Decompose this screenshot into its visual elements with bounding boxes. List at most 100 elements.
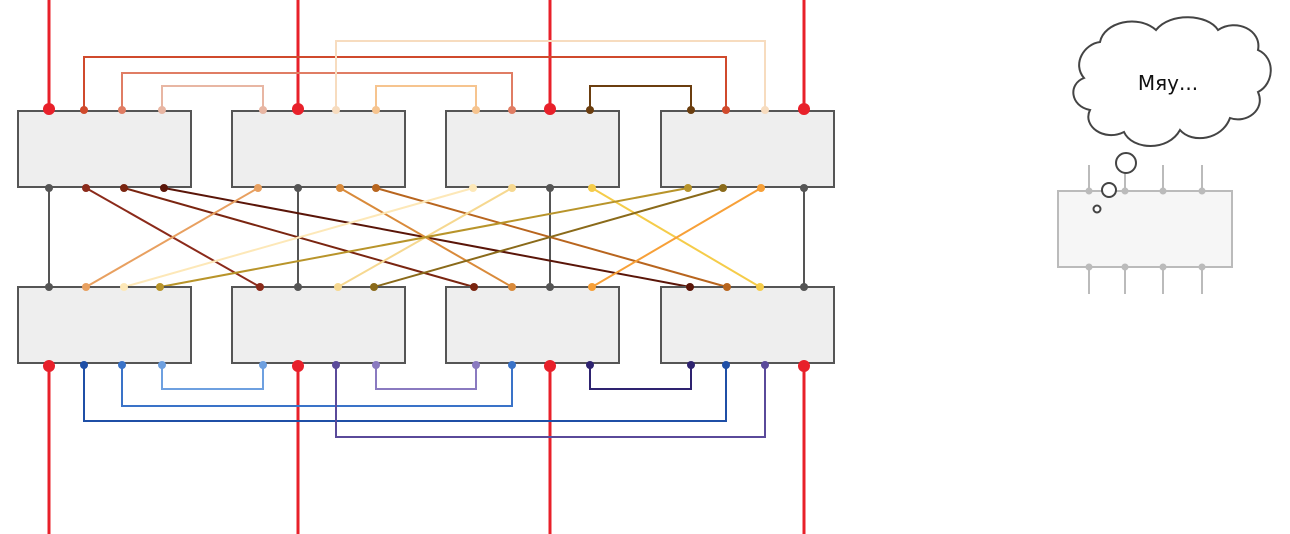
pin (761, 106, 769, 114)
block-top-2 (231, 110, 406, 188)
pin (687, 361, 695, 369)
arc-peach (375, 85, 477, 110)
arc-indigo (589, 366, 692, 390)
pins-upper-bottom-row (45, 184, 808, 192)
pin (722, 361, 730, 369)
thought-bubble-large (1115, 152, 1137, 174)
cross-links (85, 187, 762, 288)
cross-link (123, 187, 474, 288)
cross-link (85, 187, 259, 288)
power-pin (292, 103, 304, 115)
pin (259, 106, 267, 114)
chip-pin (1198, 263, 1206, 271)
pin (118, 361, 126, 369)
pin (370, 283, 378, 291)
chip-pin (1159, 263, 1167, 271)
pin (546, 184, 554, 192)
chip-pin (1198, 187, 1206, 195)
pin (687, 106, 695, 114)
pin (719, 184, 727, 192)
pin (761, 361, 769, 369)
arc-purple (335, 366, 766, 438)
pin (45, 283, 53, 291)
thought-cloud-shape (1072, 16, 1272, 147)
pin (294, 184, 302, 192)
pin (82, 184, 90, 192)
pin (586, 361, 594, 369)
pin (294, 283, 302, 291)
pin (336, 184, 344, 192)
block-top-1 (17, 110, 192, 188)
pin (118, 106, 126, 114)
arc-cream (335, 40, 766, 110)
pin (472, 361, 480, 369)
power-pin (43, 103, 55, 115)
cross-link (591, 187, 762, 288)
thought-text: Мяу... (1138, 71, 1198, 95)
pin (158, 361, 166, 369)
pin (254, 184, 262, 192)
chip-icon (1057, 165, 1233, 294)
pin (800, 184, 808, 192)
pin (684, 184, 692, 192)
top-arcs (83, 40, 766, 110)
power-pin (292, 360, 304, 372)
chip-pin (1121, 263, 1129, 271)
arc-brown (589, 85, 692, 110)
power-pin (544, 360, 556, 372)
thought-cloud-icon (1072, 16, 1272, 214)
block-bottom-2 (231, 286, 406, 364)
pin (120, 184, 128, 192)
pin (332, 106, 340, 114)
chip-pin (1159, 187, 1167, 195)
pin (160, 184, 168, 192)
power-pin (43, 360, 55, 372)
pin (686, 283, 694, 291)
chip-pin (1085, 187, 1093, 195)
block-top-3 (445, 110, 620, 188)
pin (470, 283, 478, 291)
chip-pin (1085, 263, 1093, 271)
pin (508, 106, 516, 114)
power-pin (544, 103, 556, 115)
block-bottom-4 (660, 286, 835, 364)
pin (546, 283, 554, 291)
pin (158, 106, 166, 114)
power-pin (798, 103, 810, 115)
pin (80, 106, 88, 114)
cross-link (159, 187, 689, 288)
arc-blue (121, 366, 513, 407)
pin (372, 106, 380, 114)
thought-bubble-small (1092, 204, 1102, 214)
pin (332, 361, 340, 369)
pins-top-row (43, 103, 810, 115)
chip-body (1057, 190, 1233, 268)
arc-sky (161, 366, 264, 390)
arc-navy (83, 366, 727, 422)
pin (586, 106, 594, 114)
blocks (17, 110, 835, 364)
block-top-4 (660, 110, 835, 188)
power-lines (47, 0, 806, 534)
thought-bubble-medium (1101, 182, 1117, 198)
arc-lavender (375, 366, 477, 390)
pin (508, 361, 516, 369)
pin (472, 106, 480, 114)
pin (45, 184, 53, 192)
pin (723, 283, 731, 291)
arc-pink (161, 85, 264, 110)
pin (372, 184, 380, 192)
pin (80, 361, 88, 369)
power-pin (798, 360, 810, 372)
arc-red (83, 56, 727, 110)
pin (800, 283, 808, 291)
pin (334, 283, 342, 291)
cross-link (373, 187, 724, 288)
pin (508, 184, 516, 192)
pins-lower-top-row (45, 283, 808, 291)
pin (722, 106, 730, 114)
pin (588, 184, 596, 192)
arc-salmon (121, 72, 513, 110)
pin (256, 283, 264, 291)
